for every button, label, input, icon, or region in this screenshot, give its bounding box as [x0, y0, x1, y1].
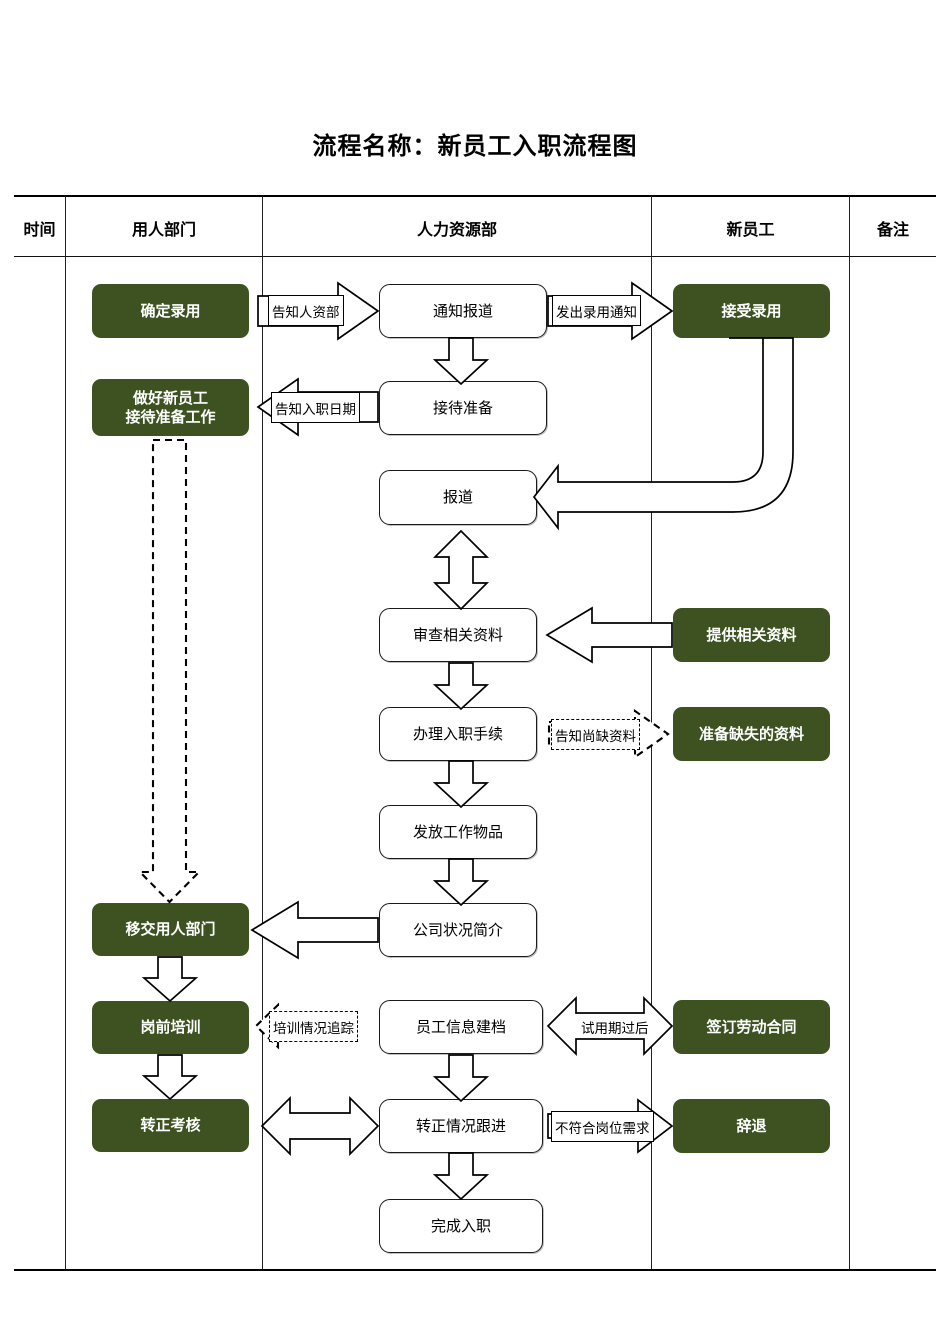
arrow-gangqian-to-zhuanzheng: [141, 1054, 199, 1101]
node-yijiao-yongren[interactable]: 移交用人部门: [92, 903, 249, 956]
arrow-gongsi-to-yijiao: [250, 900, 379, 960]
arrow-zhuanzheng-genjin-double: [260, 1095, 380, 1157]
arrow-fafang-to-gongsi: [432, 858, 490, 907]
col-divider-2: [262, 196, 264, 1269]
node-zhuanzheng-kaohe[interactable]: 转正考核: [92, 1099, 249, 1152]
node-yuangong-jiandang[interactable]: 员工信息建档: [379, 1000, 543, 1054]
column-header-remark: 备注: [876, 220, 909, 239]
table-header-divider: [14, 256, 936, 258]
node-zhuanzheng-genjin[interactable]: 转正情况跟进: [379, 1099, 543, 1153]
node-jiedai-zhunbei[interactable]: 接待准备: [379, 381, 547, 435]
arrow-banli-to-fafang: [432, 760, 490, 809]
page-title: 流程名称：新员工入职流程图: [312, 131, 638, 160]
node-baodao[interactable]: 报道: [379, 470, 537, 525]
node-citui[interactable]: 辞退: [673, 1099, 830, 1153]
node-tongzhi-baodao[interactable]: 通知报道: [379, 284, 547, 338]
node-tigong-ziliao[interactable]: 提供相关资料: [673, 608, 830, 662]
arrow-tongzhi-to-jiedai: [432, 337, 490, 386]
arrow-baodao-shencha-double: [432, 529, 490, 611]
col-divider-1: [65, 196, 67, 1269]
label-fachu-luyong-tongzhi: 发出录用通知: [552, 295, 641, 326]
table-top-border: [14, 195, 936, 197]
col-divider-3: [651, 196, 653, 1269]
label-gaozhi-ruzhi-riqi: 告知入职日期: [271, 392, 360, 423]
arrow-yijiao-to-gangqian: [141, 956, 199, 1003]
arrow-shencha-to-banli: [432, 662, 490, 711]
label-shiyongqi-guohou: 试用期过后: [581, 1020, 649, 1037]
label-gaozhi-shangque-ziliao: 告知尚缺资料: [551, 719, 640, 750]
column-header-staff: 新员工: [726, 220, 775, 239]
column-header-dept: 用人部门: [131, 220, 196, 239]
node-gangqian-peixun[interactable]: 岗前培训: [92, 1001, 249, 1054]
node-wancheng-ruzhi[interactable]: 完成入职: [379, 1199, 543, 1253]
node-jieshou-luyong[interactable]: 接受录用: [673, 284, 830, 338]
node-queding-luyong[interactable]: 确定录用: [92, 284, 249, 338]
arrow-zhunbei-to-yijiao-dashed: [137, 438, 202, 904]
col-divider-4: [849, 196, 851, 1269]
column-header-time: 时间: [23, 220, 56, 239]
arrow-jieshou-to-baodao: [532, 337, 794, 531]
arrow-jiandang-to-genjin: [432, 1054, 490, 1103]
node-gongsi-jianjie[interactable]: 公司状况简介: [379, 903, 537, 957]
arrow-genjin-to-wancheng: [432, 1152, 490, 1201]
node-shencha-ziliao[interactable]: 审查相关资料: [379, 608, 537, 662]
table-bottom-border: [14, 1269, 936, 1271]
node-zhunbei-quesh-ziliao[interactable]: 准备缺失的资料: [673, 707, 830, 761]
label-peixun-qingkuang-zhuizong: 培训情况追踪: [269, 1011, 358, 1042]
node-qianding-hetong[interactable]: 签订劳动合同: [673, 1000, 830, 1054]
column-header-hr: 人力资源部: [416, 220, 497, 239]
label-bufuhe-gangwei-xuqiu: 不符合岗位需求: [551, 1111, 654, 1142]
node-zhunbei-jiedai[interactable]: 做好新员工 接待准备工作: [92, 379, 249, 436]
node-fafang-wupin[interactable]: 发放工作物品: [379, 805, 537, 859]
label-gaozhi-renzibu: 告知人资部: [268, 295, 344, 326]
node-banli-shouxu[interactable]: 办理入职手续: [379, 707, 537, 761]
arrow-tigong-to-shencha: [545, 606, 673, 664]
